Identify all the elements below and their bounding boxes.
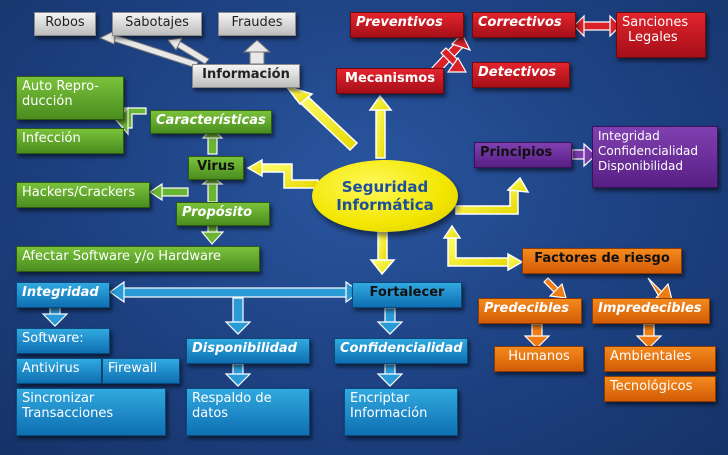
core-to-fortalecer-arrow bbox=[369, 231, 396, 276]
node-detectivos[interactable]: Detectivos bbox=[472, 62, 570, 88]
node-caracteristicas[interactable]: Características bbox=[150, 110, 272, 134]
auto-line1: Auto Repro- bbox=[22, 79, 99, 94]
node-preventivos[interactable]: Preventivos bbox=[350, 12, 464, 38]
virus-hackers-arrow bbox=[159, 187, 189, 197]
encr-line1: Encriptar bbox=[350, 391, 410, 406]
core-to-riesgo-arrow bbox=[442, 224, 524, 272]
node-respaldo-datos[interactable]: Respaldo de datos bbox=[186, 388, 310, 436]
core-to-mecanismos-arrow bbox=[368, 94, 393, 159]
principio-integridad: Integridad bbox=[598, 129, 660, 143]
node-robos[interactable]: Robos bbox=[34, 12, 96, 36]
node-afectar-software[interactable]: Afectar Software y/o Hardware bbox=[16, 246, 260, 272]
node-correctivos[interactable]: Correctivos bbox=[472, 12, 576, 38]
sinc-line1: Sincronizar bbox=[22, 391, 95, 406]
node-disponibilidad[interactable]: Disponibilidad bbox=[186, 338, 310, 364]
node-ambientales[interactable]: Ambientales bbox=[604, 346, 716, 372]
node-sincronizar-transacciones[interactable]: Sincronizar Transacciones bbox=[16, 388, 166, 436]
auto-line2: ducción bbox=[22, 94, 73, 109]
fortalecer-disponibilidad-arrow bbox=[232, 297, 244, 325]
node-software[interactable]: Software: bbox=[16, 328, 110, 354]
node-sabotajes[interactable]: Sabotajes bbox=[112, 12, 202, 36]
fortalecer-integridad-arrow bbox=[121, 287, 349, 298]
node-fraudes[interactable]: Fraudes bbox=[218, 12, 296, 36]
core-to-principios-arrow bbox=[455, 176, 530, 215]
node-proposito[interactable]: Propósito bbox=[176, 202, 270, 226]
encr-line2: Información bbox=[350, 406, 428, 421]
node-fortalecer[interactable]: Fortalecer bbox=[352, 282, 462, 308]
resp-line2: datos bbox=[192, 406, 229, 421]
node-principios[interactable]: Principios bbox=[474, 142, 572, 168]
principio-disponibilidad: Disponibilidad bbox=[598, 159, 683, 173]
correctivos-sanciones-arrow bbox=[581, 21, 613, 31]
core-to-virus-arrow bbox=[246, 158, 319, 189]
principio-confidencialidad: Confidencialidad bbox=[598, 144, 699, 158]
core-line1: Seguridad bbox=[341, 178, 429, 196]
node-tecnologicos[interactable]: Tecnológicos bbox=[604, 376, 716, 402]
node-encriptar-informacion[interactable]: Encriptar Información bbox=[344, 388, 458, 436]
node-antivirus[interactable]: Antivirus bbox=[16, 358, 102, 384]
core-line2: Informática bbox=[336, 196, 434, 214]
sanciones-line2: Legales bbox=[628, 30, 678, 45]
node-informacion[interactable]: Información bbox=[192, 64, 300, 88]
node-predecibles[interactable]: Predecibles bbox=[478, 298, 582, 324]
node-virus[interactable]: Virus bbox=[188, 156, 244, 180]
node-principios-list[interactable]: Integridad Confidencialidad Disponibilid… bbox=[592, 126, 718, 188]
node-confidencialidad[interactable]: Confidencialidad bbox=[334, 338, 468, 364]
resp-line1: Respaldo de bbox=[192, 391, 272, 406]
node-factores-riesgo[interactable]: Factores de riesgo bbox=[522, 248, 682, 274]
sinc-line2: Transacciones bbox=[22, 406, 114, 421]
node-integridad[interactable]: Integridad bbox=[16, 282, 110, 308]
node-auto-reproduccion[interactable]: Auto Repro- ducción bbox=[16, 76, 124, 120]
sanciones-line1: Sanciones bbox=[622, 15, 689, 30]
node-mecanismos[interactable]: Mecanismos bbox=[336, 68, 444, 94]
node-humanos[interactable]: Humanos bbox=[494, 346, 584, 372]
core-to-informacion-arrow bbox=[283, 84, 359, 152]
node-sanciones-legales[interactable]: Sanciones Legales bbox=[616, 12, 706, 58]
node-infeccion[interactable]: Infección bbox=[16, 128, 124, 154]
core-node-seguridad-informatica[interactable]: Seguridad Informática bbox=[312, 160, 458, 232]
node-hackers-crackers[interactable]: Hackers/Crackers bbox=[16, 182, 150, 208]
node-impredecibles[interactable]: Impredecibles bbox=[592, 298, 710, 324]
node-firewall[interactable]: Firewall bbox=[102, 358, 180, 384]
